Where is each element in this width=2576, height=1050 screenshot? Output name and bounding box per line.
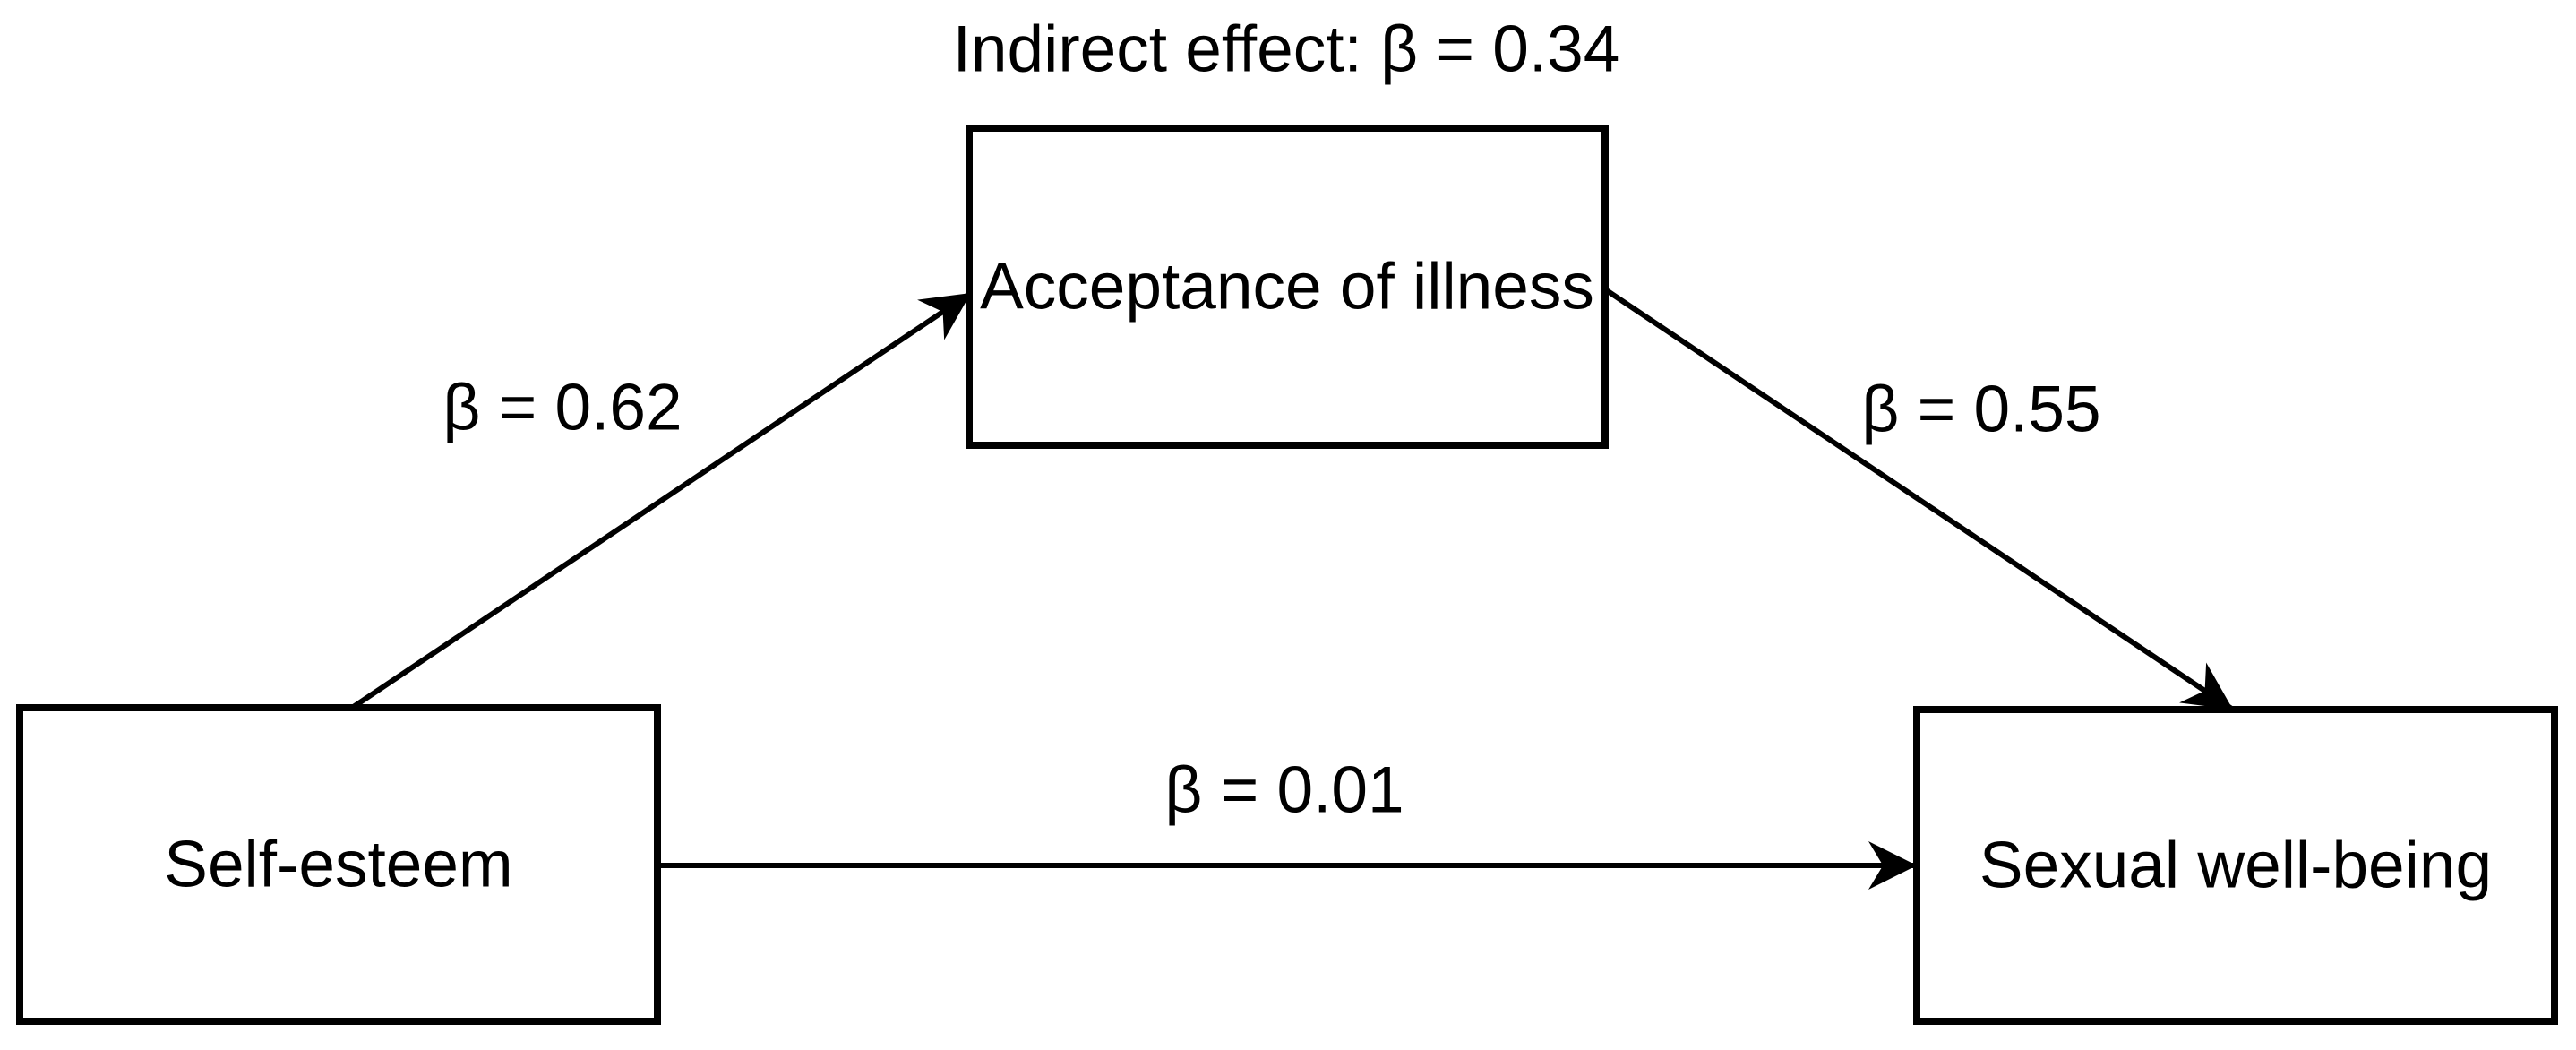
node-predictor-box — [16, 704, 661, 1025]
path-b-label: β = 0.55 — [1861, 374, 2100, 446]
node-mediator: Acceptance of illness — [966, 125, 1609, 449]
path-a-label: β = 0.62 — [442, 372, 682, 444]
node-outcome: Sexual well-being — [1913, 706, 2558, 1025]
path-a-arrow — [350, 290, 973, 710]
node-mediator-box — [966, 125, 1609, 449]
path-c-label: β = 0.01 — [1164, 754, 1404, 827]
node-outcome-label: Sexual well-being — [1979, 830, 2492, 902]
node-predictor-label: Self-esteem — [164, 829, 513, 901]
path-b-arrow — [1603, 287, 2235, 712]
node-mediator-label: Acceptance of illness — [980, 251, 1594, 323]
node-outcome-box — [1913, 706, 2558, 1025]
indirect-effect-title: Indirect effect: β = 0.34 — [953, 13, 1620, 86]
node-predictor: Self-esteem — [16, 704, 661, 1025]
